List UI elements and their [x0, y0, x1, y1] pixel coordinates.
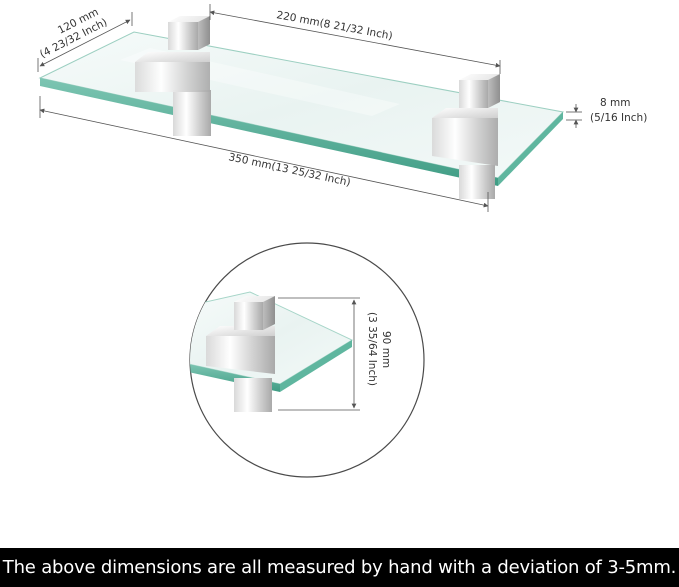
thickness-imperial-label: (5/16 Inch): [590, 112, 647, 124]
bracket-spacing-label: 220 mm(8 21/32 Inch): [275, 9, 393, 42]
thickness-dimension: 8 mm (5/16 Inch): [566, 97, 647, 128]
detail-magnifier: [189, 242, 425, 478]
caption-text: The above dimensions are all measured by…: [2, 557, 677, 578]
caption-bar: The above dimensions are all measured by…: [0, 548, 679, 587]
bracket-height-dimension: 90 mm (3 35/64 Inch): [278, 297, 392, 411]
width-label: 350 mm(13 25/32 Inch): [227, 151, 351, 189]
bracket-height-label: 90 mm: [380, 331, 392, 368]
bracket-height-imperial-label: (3 35/64 Inch): [366, 312, 378, 386]
thickness-label: 8 mm: [600, 97, 630, 109]
